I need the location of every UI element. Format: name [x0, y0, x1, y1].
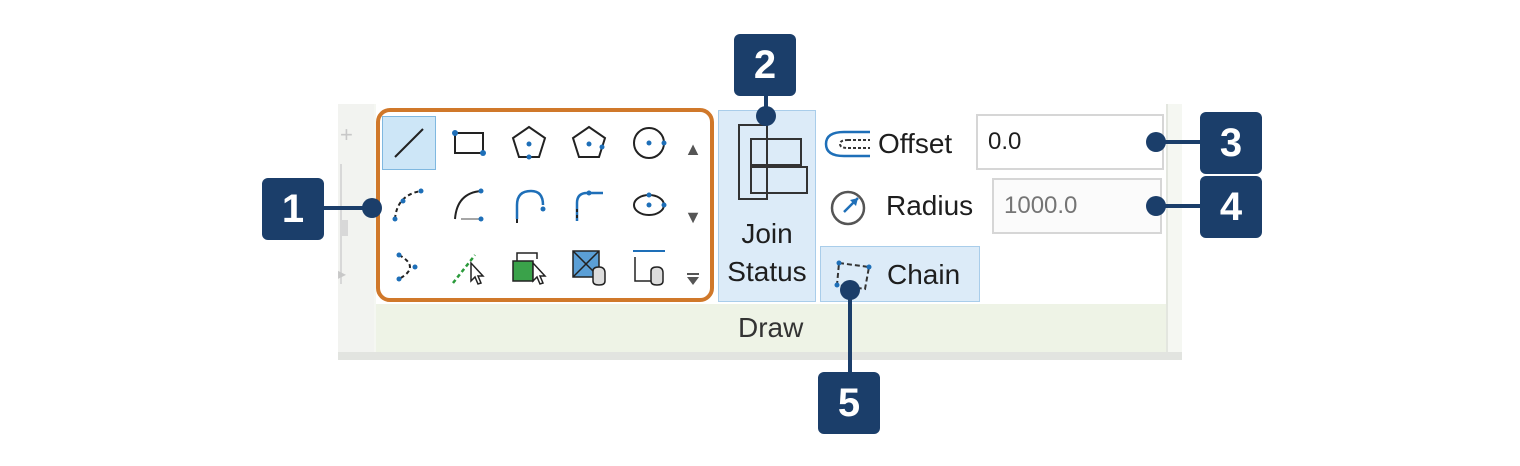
join-status-icon	[738, 124, 808, 200]
scroll-down-icon: ▼	[684, 206, 702, 227]
offset-icon	[822, 126, 874, 167]
callout-badge-4: 4	[1200, 176, 1262, 238]
ellipse-tool[interactable]	[622, 178, 676, 232]
start-end-radius-arc-tool[interactable]	[382, 178, 436, 232]
partial-ellipse-icon	[396, 252, 418, 282]
join-status-label-line1: Join	[741, 218, 793, 249]
ribbon-bottom-border	[338, 352, 1182, 360]
callout-badge-2: 2	[734, 34, 796, 96]
fillet-arc-icon	[575, 190, 603, 221]
radius-icon	[828, 188, 868, 233]
draw-tools-gallery: ▲ ▼	[382, 116, 702, 296]
draw-panel-title: Draw	[738, 312, 804, 343]
pick-lines-icon	[452, 254, 485, 285]
callout-dot-4	[1146, 196, 1166, 216]
scroll-up-icon: ▲	[684, 138, 702, 159]
draw-panel-label-bar	[376, 304, 1168, 352]
rectangle-icon	[452, 130, 486, 156]
center-ends-arc-tool[interactable]	[442, 178, 496, 232]
join-status-label-line2: Status	[727, 256, 807, 287]
circle-tool[interactable]	[622, 116, 676, 170]
callout-line-3	[1160, 140, 1204, 144]
line-tool[interactable]	[382, 116, 436, 170]
tangent-end-arc-tool[interactable]	[502, 178, 556, 232]
circle-icon	[633, 127, 667, 159]
radius-label: Radius	[886, 190, 974, 221]
callout-line-5	[848, 294, 852, 374]
faded-triangle-icon: ▸	[338, 266, 347, 283]
inscribed-polygon-tool[interactable]	[502, 116, 556, 170]
faded-block-icon	[340, 220, 348, 236]
callout-dot-2	[756, 106, 776, 126]
previous-panel-strip: + ▸	[338, 104, 374, 352]
ellipse-icon	[633, 192, 667, 216]
line-icon	[394, 128, 424, 158]
gallery-scroll-up[interactable]: ▲	[680, 134, 706, 164]
rectangle-tool[interactable]	[442, 116, 496, 170]
faded-arrow-icon: +	[340, 122, 353, 147]
pick-walls-icon	[512, 252, 547, 285]
callout-line-2	[764, 94, 768, 110]
inscribed-polygon-icon	[511, 125, 547, 160]
callout-line-4	[1160, 204, 1204, 208]
callout-dot-1	[362, 198, 382, 218]
callout-badge-3: 3	[1200, 112, 1262, 174]
circumscribed-polygon-icon	[571, 125, 607, 158]
chain-icon	[834, 260, 872, 291]
callout-line-1	[322, 206, 368, 210]
pick-roof-icon	[633, 250, 665, 286]
gallery-scroll-down[interactable]: ▼	[680, 202, 706, 232]
tangent-end-arc-icon	[515, 189, 546, 223]
partial-ellipse-tool[interactable]	[382, 240, 436, 294]
chain-label: Chain	[887, 259, 961, 290]
start-end-radius-arc-icon	[392, 188, 424, 222]
pick-faces-icon	[572, 250, 606, 286]
gallery-highlight-frame	[376, 108, 714, 302]
pick-faces-tool[interactable]	[562, 240, 616, 294]
offset-input[interactable]	[976, 114, 1164, 170]
gallery-expand[interactable]	[680, 264, 706, 294]
callout-dot-3	[1146, 132, 1166, 152]
callout-dot-5	[840, 280, 860, 300]
panel-separator	[1166, 104, 1168, 352]
fillet-arc-tool[interactable]	[562, 178, 616, 232]
pick-lines-tool[interactable]	[442, 240, 496, 294]
pick-roof-tool[interactable]	[622, 240, 676, 294]
expand-gallery-icon	[687, 273, 699, 285]
center-ends-arc-icon	[454, 188, 484, 222]
join-status-label: Join Status	[719, 215, 815, 291]
pick-walls-tool[interactable]	[502, 240, 556, 294]
offset-label: Offset	[878, 128, 953, 159]
radius-input[interactable]	[992, 178, 1162, 234]
circumscribed-polygon-tool[interactable]	[562, 116, 616, 170]
join-status-button[interactable]: Join Status	[718, 110, 816, 302]
callout-badge-5: 5	[818, 372, 880, 434]
callout-badge-1: 1	[262, 178, 324, 240]
